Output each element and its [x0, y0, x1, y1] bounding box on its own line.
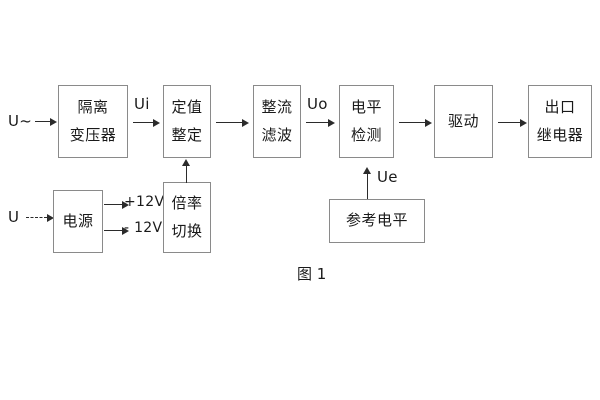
- input-label-u-dc: U: [8, 208, 20, 226]
- arrow-multiplier-switch-to-setting-value: [182, 159, 191, 183]
- block-reference-level: 参考电平: [329, 199, 425, 243]
- block-rectify-filter: 整流 滤波: [253, 85, 301, 158]
- block-level-detection-line-1: 电平: [350, 97, 382, 116]
- block-reference-level-line-1: 参考电平: [345, 211, 408, 230]
- block-power-supply: 电源: [53, 190, 103, 253]
- input-label-u-ac: U~: [8, 112, 33, 130]
- block-isolation-transformer-line-2: 变压器: [69, 125, 117, 144]
- block-power-supply-line-1: 电源: [62, 211, 94, 230]
- block-drive: 驱动: [434, 85, 493, 158]
- signal-label-ui: Ui: [134, 95, 150, 113]
- arrow-drive-to-output-relay: [498, 118, 528, 127]
- arrow-level-detection-to-drive: [399, 118, 433, 127]
- arrow-rectify-filter-to-level-detection: [306, 118, 336, 127]
- arrow-input-to-power-supply: [26, 213, 54, 222]
- arrow-setting-value-to-rectify-filter: [216, 118, 250, 127]
- block-isolation-transformer-line-1: 隔离: [77, 97, 109, 116]
- block-multiplier-switch-line-1: 倍率: [171, 193, 203, 212]
- arrow-power-supply-to-rail-negative: [104, 226, 130, 235]
- arrow-isolation-transformer-to-setting-value: [133, 118, 161, 127]
- block-multiplier-switch-line-2: 切换: [171, 221, 203, 240]
- block-output-relay-line-2: 继电器: [536, 125, 584, 144]
- block-rectify-filter-line-2: 滤波: [261, 125, 293, 144]
- block-isolation-transformer: 隔离 变压器: [58, 85, 128, 158]
- figure-caption: 图 1: [297, 265, 327, 283]
- arrow-input-to-isolation-transformer: [35, 117, 57, 126]
- arrow-power-supply-to-rail-positive: [104, 200, 130, 209]
- block-multiplier-switch: 倍率 切换: [163, 182, 211, 253]
- block-rectify-filter-line-1: 整流: [261, 97, 293, 116]
- rail-label-negative: - 12V: [124, 220, 163, 236]
- block-setting-value: 定值 整定: [163, 85, 211, 158]
- signal-label-ue: Ue: [377, 168, 398, 186]
- block-drive-line-1: 驱动: [447, 111, 479, 130]
- block-setting-value-line-1: 定值: [171, 97, 203, 116]
- signal-label-uo: Uo: [307, 95, 328, 113]
- block-setting-value-line-2: 整定: [171, 125, 203, 144]
- rail-label-positive: +12V: [124, 194, 165, 210]
- block-level-detection-line-2: 检测: [350, 125, 382, 144]
- block-output-relay-line-1: 出口: [544, 97, 576, 116]
- block-output-relay: 出口 继电器: [528, 85, 592, 158]
- arrow-reference-level-to-level-detection: [363, 167, 372, 199]
- block-level-detection: 电平 检测: [339, 85, 394, 158]
